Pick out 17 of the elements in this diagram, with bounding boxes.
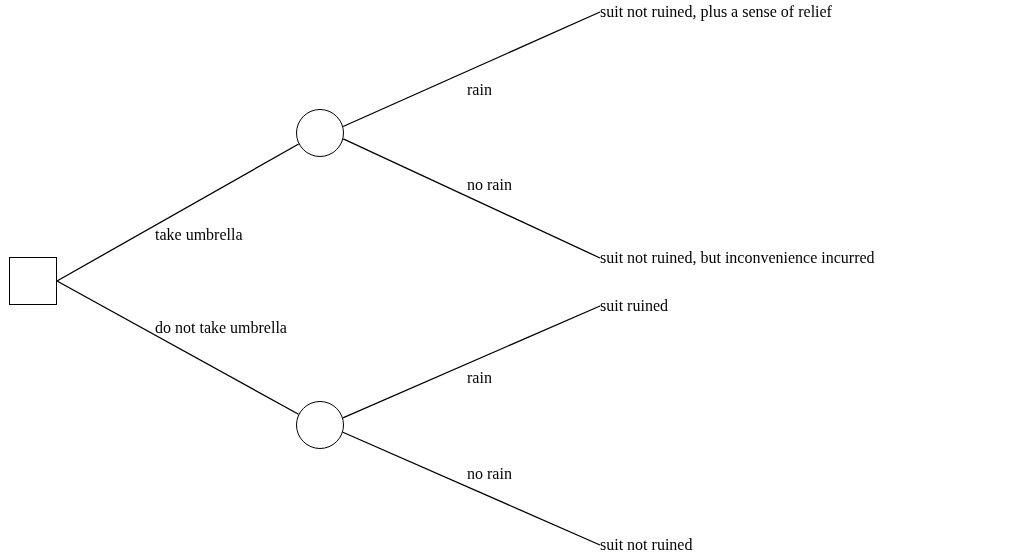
edge-label: no rain — [467, 175, 512, 195]
branch-line — [56, 143, 300, 282]
edge-label: take umbrella — [155, 225, 243, 245]
outcome-text: suit not ruined, but inconvenience incurred — [600, 248, 875, 268]
branch-line — [342, 138, 601, 259]
branch-line — [342, 11, 601, 128]
outcome-text: suit not ruined — [600, 535, 693, 555]
outcome-text: suit not ruined, plus a sense of relief — [600, 2, 832, 22]
edge-label: no rain — [467, 464, 512, 484]
edge-label: rain — [467, 80, 492, 100]
branch-line — [56, 280, 300, 415]
edge-label: do not take umbrella — [155, 318, 287, 338]
decision-node-square — [9, 257, 57, 305]
branch-line — [342, 431, 601, 546]
edge-label: rain — [467, 368, 492, 388]
outcome-text: suit ruined — [600, 296, 668, 316]
branch-line — [342, 305, 601, 419]
